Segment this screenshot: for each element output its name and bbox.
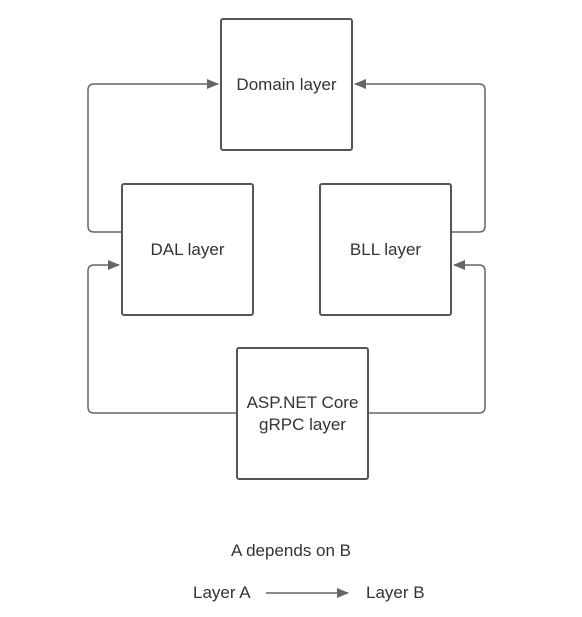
asp-grpc-layer-node: ASP.NET Core gRPC layer <box>236 347 369 480</box>
bll-layer-node: BLL layer <box>319 183 452 316</box>
arrow-dal-to-domain <box>87 79 219 233</box>
asp-label-line1: ASP.NET Core <box>246 392 359 412</box>
dal-layer-node: DAL layer <box>121 183 254 316</box>
legend-to-label: Layer B <box>366 583 425 602</box>
arrow-asp-to-dal <box>87 260 236 414</box>
arrow-bll-to-domain <box>354 79 486 233</box>
legend-from-label: Layer A <box>193 583 251 602</box>
asp-label-line2: gRPC layer <box>259 414 346 434</box>
domain-layer-node: Domain layer <box>220 18 353 151</box>
arrow-asp-to-bll <box>369 260 486 414</box>
dal-layer-label: DAL layer <box>150 239 225 259</box>
asp-grpc-layer-label: ASP.NET Core gRPC layer <box>247 392 359 436</box>
bll-layer-label: BLL layer <box>349 239 422 259</box>
domain-layer-label: Domain layer <box>236 74 337 94</box>
legend-title: A depends on B <box>230 541 352 560</box>
